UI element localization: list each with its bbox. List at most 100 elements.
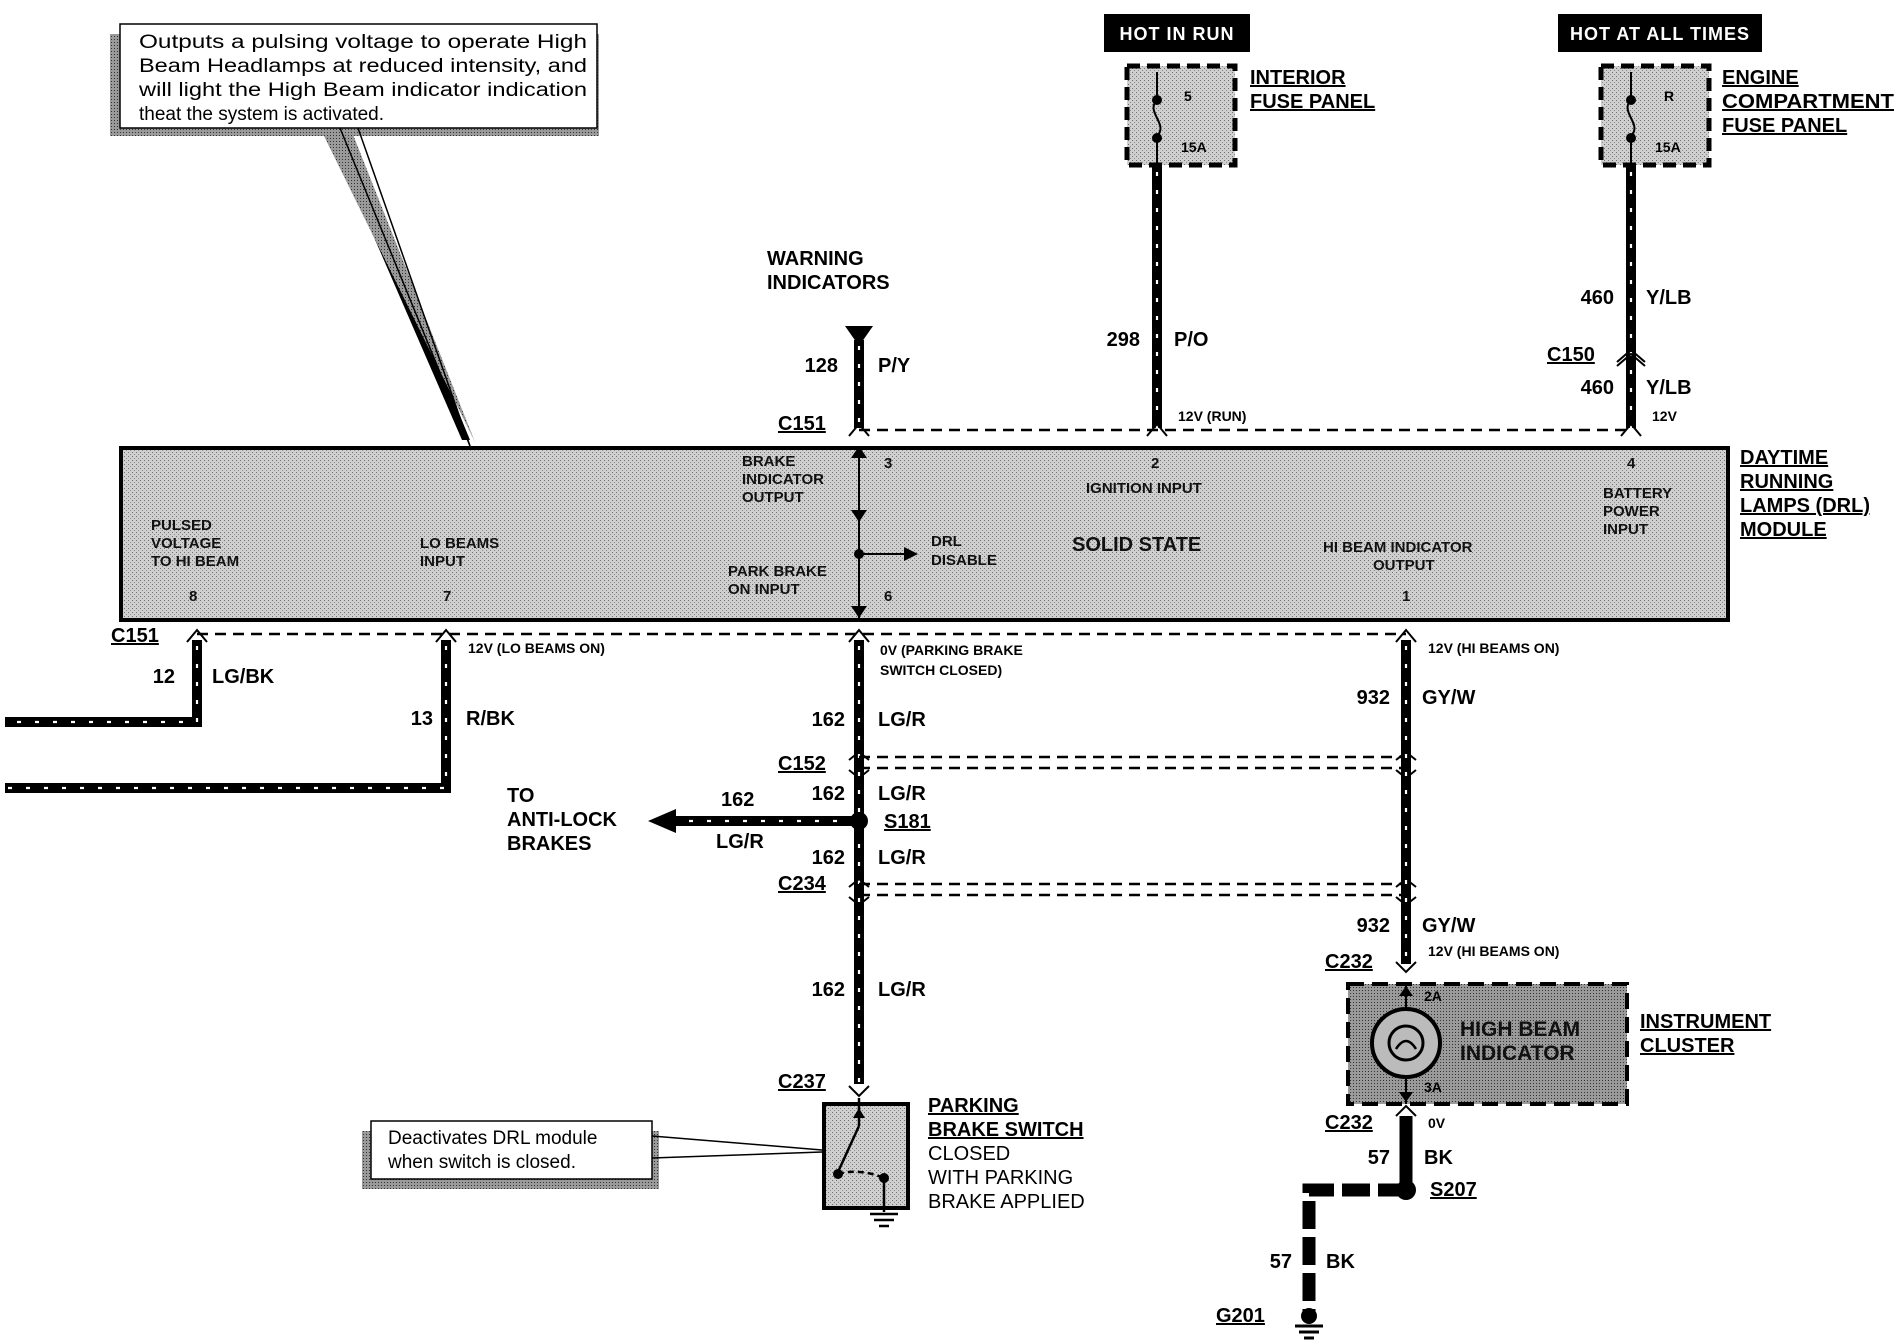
high-beam-indicator-line-2: INDICATOR — [1460, 1042, 1575, 1065]
abs-line-3: BRAKES — [507, 833, 591, 855]
wire-932b-number: 932 — [1357, 915, 1390, 937]
module-name-line-3: LAMPS (DRL) — [1740, 495, 1870, 517]
connector-c232-bottom: C232 — [1325, 1112, 1373, 1134]
pin4-label-line-3: INPUT — [1603, 521, 1648, 538]
ground-g201-label: G201 — [1216, 1305, 1265, 1327]
instrument-cluster-line-1: INSTRUMENT — [1640, 1011, 1771, 1033]
engine-fuse-rating: 15A — [1655, 139, 1681, 155]
splice-s207-label: S207 — [1430, 1179, 1477, 1201]
wire-162b-number: 162 — [812, 783, 845, 805]
wire-13-color: R/BK — [466, 708, 515, 730]
top-note-line-4: theat the system is activated. — [139, 104, 384, 125]
switch-note-line-2: when switch is closed. — [387, 1152, 576, 1173]
voltage-zero: 0V — [1428, 1115, 1446, 1131]
interior-fuse-panel-line-2: FUSE PANEL — [1250, 91, 1375, 113]
wire-57b-number: 57 — [1270, 1251, 1292, 1273]
hot-in-run-badge: HOT IN RUN — [1104, 14, 1250, 52]
pin8-number: 8 — [189, 588, 197, 605]
wire-57 — [1302, 1116, 1413, 1312]
warning-arrow-icon — [845, 326, 873, 346]
warning-indicators-line-2: INDICATORS — [767, 272, 890, 294]
connector-c232-top: C232 — [1325, 951, 1373, 973]
wire-162b-color: LG/R — [878, 783, 926, 805]
interior-fuse-number: 5 — [1184, 88, 1192, 104]
interior-fuse: 5 15A — [1124, 63, 1238, 168]
wire-460b-number: 460 — [1581, 377, 1614, 399]
wire-162d-color: LG/R — [878, 979, 926, 1001]
connector-c150: C150 — [1547, 344, 1595, 366]
wire-162c-number: 162 — [812, 847, 845, 869]
splice-s181-label: S181 — [884, 811, 931, 833]
parking-brake-switch — [822, 1098, 910, 1228]
switch-title-line-2: BRAKE SWITCH — [928, 1119, 1084, 1141]
hot-at-all-times-badge: HOT AT ALL TIMES — [1558, 14, 1762, 52]
wire-57a-number: 57 — [1368, 1147, 1390, 1169]
pin2-label: IGNITION INPUT — [1086, 480, 1202, 497]
wire-932b-color: GY/W — [1422, 915, 1475, 937]
wire-460a-number: 460 — [1581, 287, 1614, 309]
pin1-label-line-2: OUTPUT — [1373, 557, 1435, 574]
voltage-hi-beams-a: 12V (HI BEAMS ON) — [1428, 640, 1559, 656]
instrument-cluster-line-2: CLUSTER — [1640, 1035, 1735, 1057]
pin8-label-line-1: PULSED — [151, 517, 212, 534]
pin4-label-line-2: POWER — [1603, 503, 1660, 520]
instrument-cluster: 2A 3A HIGH BEAM INDICATOR — [1346, 982, 1629, 1106]
abs-line-1: TO — [507, 785, 534, 807]
drl-disable-arrow-icon — [904, 547, 918, 561]
voltage-lo-beams: 12V (LO BEAMS ON) — [468, 640, 605, 656]
connector-c152: C152 — [778, 753, 826, 775]
switch-note-line-1: Deactivates DRL module — [388, 1128, 597, 1149]
wire-162-abs-color: LG/R — [716, 831, 764, 853]
top-note-line-1: Outputs a pulsing voltage to operate Hig… — [139, 32, 587, 53]
wire-162a-number: 162 — [812, 709, 845, 731]
pin4-number: 4 — [1627, 455, 1636, 472]
solid-state-label: SOLID STATE — [1072, 534, 1201, 556]
pin4-label-line-1: BATTERY — [1603, 485, 1672, 502]
engine-fuse-panel-line-2: COMPARTMENT — [1722, 91, 1894, 113]
pin2-number: 2 — [1151, 455, 1159, 472]
wire-162a-color: LG/R — [878, 709, 926, 731]
wire-128 — [845, 326, 873, 428]
warning-indicators-line-1: WARNING — [767, 248, 864, 270]
engine-fuse-panel-line-1: ENGINE — [1722, 67, 1799, 89]
voltage-hi-beams-b: 12V (HI BEAMS ON) — [1428, 943, 1559, 959]
abs-line-2: ANTI-LOCK — [507, 809, 618, 831]
connector-c234: C234 — [778, 873, 827, 895]
switch-desc-line-3: BRAKE APPLIED — [928, 1191, 1085, 1213]
wire-57b-color: BK — [1326, 1251, 1355, 1273]
wire-13 — [5, 640, 451, 793]
pin8-label-line-2: VOLTAGE — [151, 535, 221, 552]
voltage-run: 12V (RUN) — [1178, 408, 1246, 424]
pin7-number: 7 — [443, 588, 451, 605]
pin6-label-line-1: PARK BRAKE — [728, 563, 827, 580]
wire-460b-color: Y/LB — [1646, 377, 1692, 399]
interior-fuse-panel-line-1: INTERIOR — [1250, 67, 1346, 89]
connector-c151-top: C151 — [778, 413, 826, 435]
top-callout: Outputs a pulsing voltage to operate Hig… — [110, 23, 599, 447]
wire-12-color: LG/BK — [212, 666, 275, 688]
wire-13-number: 13 — [411, 708, 433, 730]
switch-title-line-1: PARKING — [928, 1095, 1019, 1117]
splice-s207 — [1396, 1180, 1416, 1200]
pin3-label-line-3: OUTPUT — [742, 489, 804, 506]
voltage-battery: 12V — [1652, 408, 1678, 424]
wire-128-color: P/Y — [878, 355, 911, 377]
pin1-number: 1 — [1402, 588, 1410, 605]
hot-at-all-times-label: HOT AT ALL TIMES — [1570, 24, 1750, 44]
abs-arrow-icon — [648, 809, 676, 833]
switch-desc-line-1: CLOSED — [928, 1143, 1010, 1165]
pin7-label-line-2: INPUT — [420, 553, 465, 570]
connector-c151-left: C151 — [111, 625, 159, 647]
pin3-label-line-1: BRAKE — [742, 453, 795, 470]
wire-12-number: 12 — [153, 666, 175, 688]
pin6-number: 6 — [884, 588, 892, 605]
top-note-line-2: Beam Headlamps at reduced intensity, and — [139, 56, 587, 77]
pin6-label-line-2: ON INPUT — [728, 581, 800, 598]
wire-298-color: P/O — [1174, 329, 1208, 351]
ground-g201-icon — [1295, 1308, 1323, 1340]
cluster-pin-bottom: 3A — [1424, 1079, 1442, 1095]
engine-fuse-number: R — [1664, 88, 1674, 104]
engine-fuse: R 15A — [1598, 63, 1712, 168]
module-name-line-4: MODULE — [1740, 519, 1827, 541]
